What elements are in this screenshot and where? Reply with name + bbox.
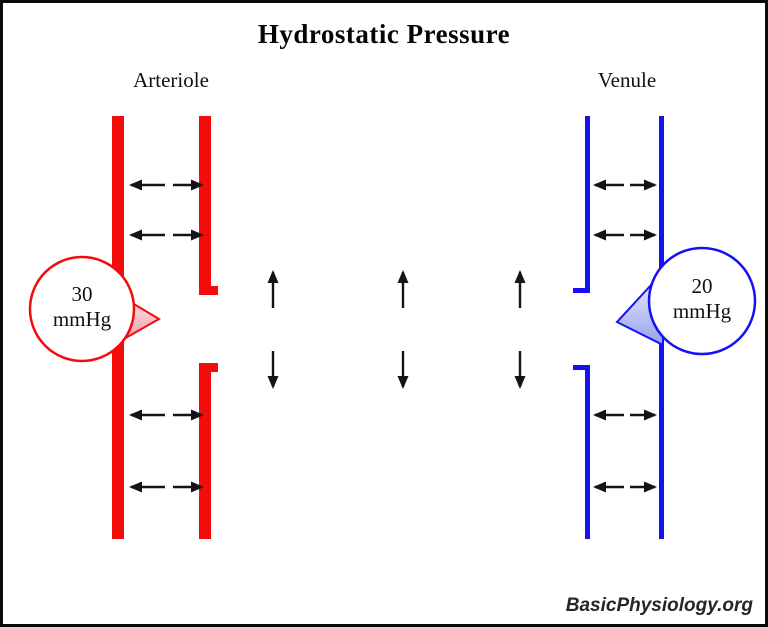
venule-pressure-value: 20 mmHg xyxy=(640,274,764,324)
arteriole-inner-wall-lower xyxy=(199,363,218,539)
pressure-number: 20 xyxy=(691,274,713,298)
diagram-title: Hydrostatic Pressure xyxy=(257,19,511,49)
diagram-svg xyxy=(28,116,757,539)
venule-pressure-bubble xyxy=(615,246,757,356)
venule-inner-wall-lower xyxy=(573,365,590,539)
arteriole-outward-pressure-arrows xyxy=(129,179,204,493)
arteriole-pressure-bubble xyxy=(28,255,161,363)
venule-inner-wall-upper xyxy=(573,116,590,293)
pressure-unit: mmHg xyxy=(672,299,732,323)
pressure-circle xyxy=(647,246,757,356)
pressure-unit: mmHg xyxy=(52,307,112,331)
arteriole-inner-wall-upper xyxy=(199,116,218,295)
pressure-circle xyxy=(28,255,136,363)
venule-label: Venule xyxy=(597,68,657,92)
arteriole-label: Arteriole xyxy=(133,68,209,92)
capillary-filtration-arrows xyxy=(267,270,526,389)
pressure-number: 30 xyxy=(71,282,93,306)
arteriole-pressure-value: 30 mmHg xyxy=(20,282,144,332)
venule-outward-pressure-arrows xyxy=(593,179,657,493)
watermark: BasicPhysiology.org xyxy=(565,595,753,616)
